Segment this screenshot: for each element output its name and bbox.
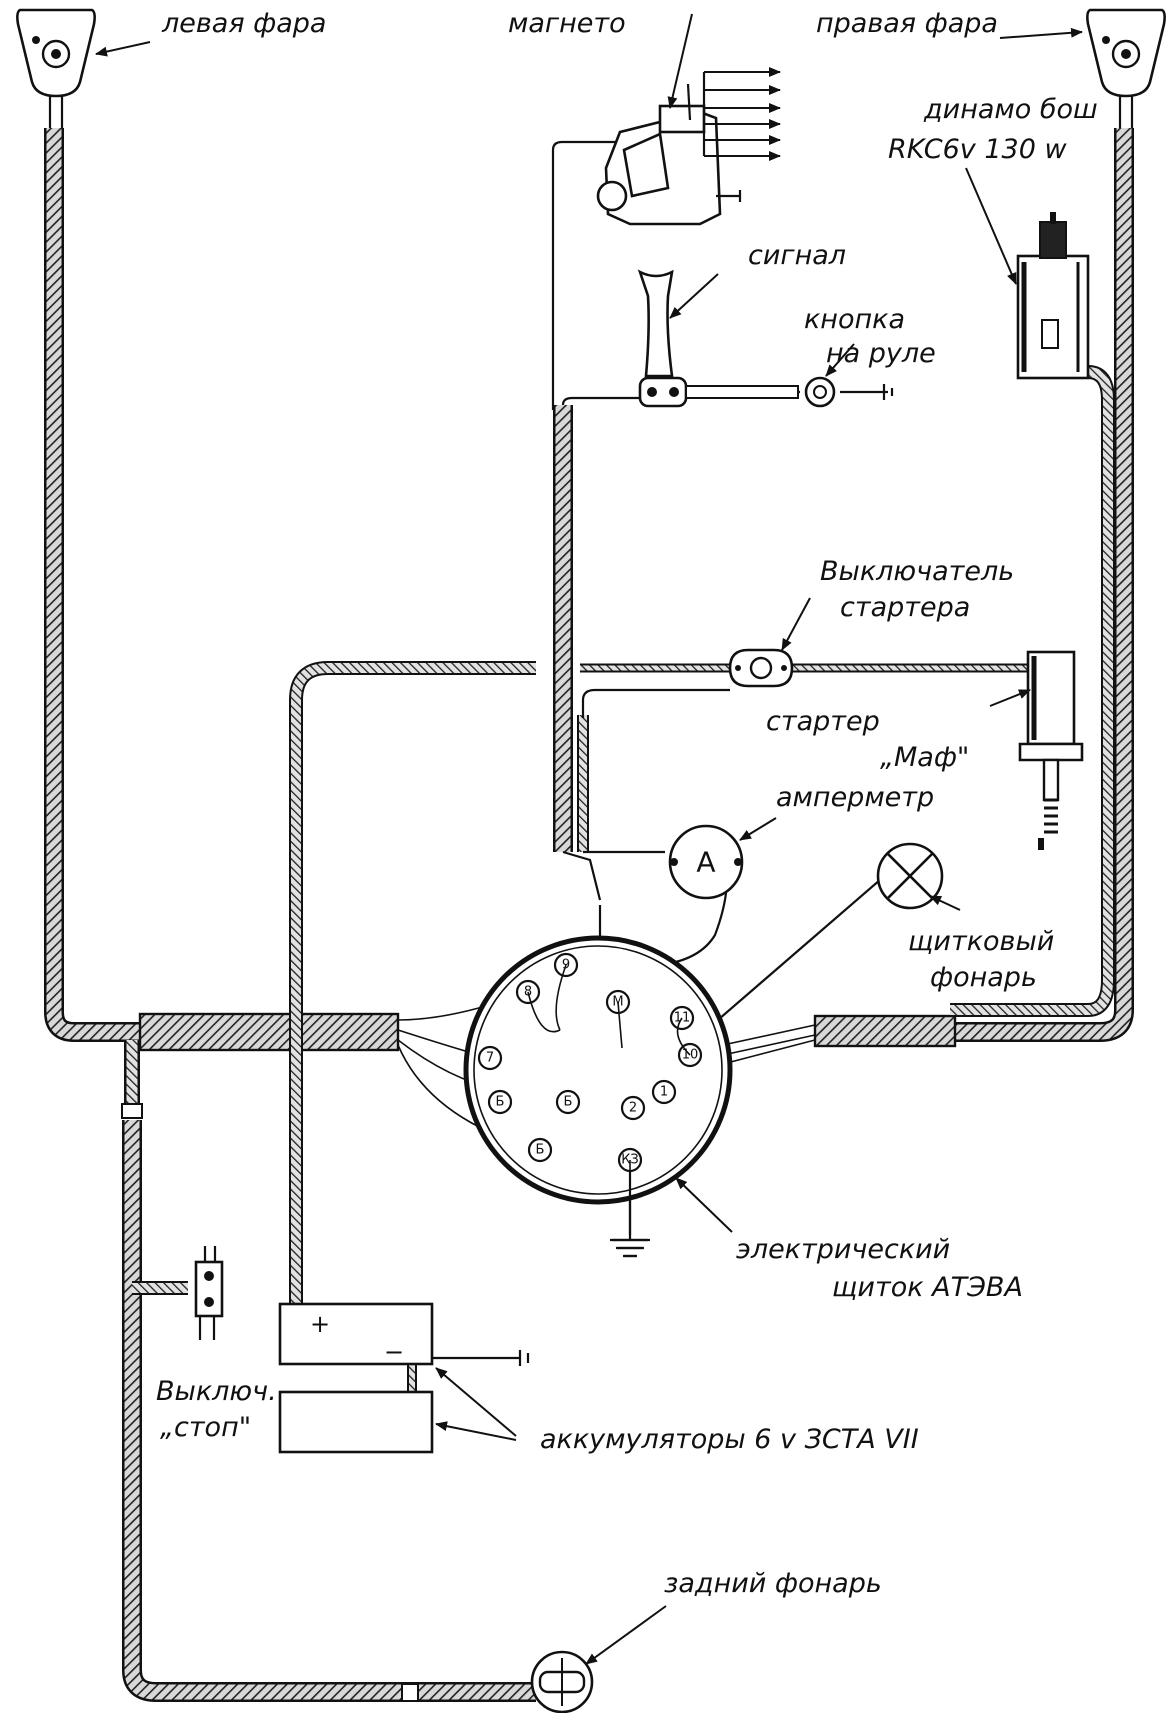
battery-plus: +	[310, 1310, 330, 1338]
svg-text:Б: Б	[564, 1095, 573, 1110]
harness-cables	[44, 128, 1134, 1702]
dash-lamp-icon	[876, 842, 944, 910]
terminal: 11	[669, 1005, 695, 1031]
ground-icon	[610, 1170, 650, 1258]
svg-text:Б: Б	[536, 1143, 545, 1158]
label-dynamo-2: RKC6v 130 w	[888, 134, 1067, 165]
terminal: Б	[555, 1089, 581, 1115]
terminal: Б	[527, 1137, 553, 1163]
dynamo-icon	[1016, 212, 1090, 380]
leader-arrows	[95, 13, 1083, 1665]
ammeter-symbol: A	[696, 846, 715, 879]
svg-text:1: 1	[660, 1085, 668, 1100]
ammeter-icon: A	[668, 824, 744, 900]
terminal: 2	[620, 1095, 646, 1121]
label-batteries: аккумуляторы 6 v ЗСТА VII	[540, 1424, 919, 1455]
headlamp-icon	[1086, 8, 1166, 128]
label-right-headlamp: правая фара	[816, 8, 998, 39]
label-left-headlamp: левая фара	[161, 8, 326, 39]
label-dash-lamp-2: фонарь	[930, 962, 1037, 993]
horn-icon	[637, 269, 688, 408]
cable-bundle-main	[138, 1012, 400, 1052]
label-stop-switch-2: „стоп"	[160, 1412, 251, 1443]
tail-lamp-icon	[530, 1650, 594, 1713]
label-horn-button-1: кнопка	[804, 304, 905, 335]
terminal: 7	[477, 1045, 503, 1071]
label-ammeter: амперметр	[776, 782, 934, 813]
horn-button-icon	[685, 376, 836, 408]
label-dynamo-1: динамо бош	[923, 94, 1098, 125]
battery-icon	[278, 1390, 434, 1454]
label-tail-lamp: задний фонарь	[664, 1568, 882, 1599]
label-starter-2: „Маф"	[880, 742, 969, 773]
label-horn: сигнал	[748, 240, 846, 271]
stop-switch-icon	[194, 1246, 224, 1340]
label-panel-1: электрический	[736, 1234, 950, 1265]
label-horn-button-2: на руле	[826, 338, 936, 369]
label-starter-switch-2: стартера	[840, 592, 970, 623]
terminal: Б	[487, 1089, 513, 1115]
battery-minus: −	[384, 1338, 404, 1366]
label-starter-1: стартер	[766, 706, 880, 737]
label-starter-switch-1: Выключатель	[820, 556, 1014, 587]
cable-left-headlamp	[44, 128, 395, 1042]
headlamp-icon	[16, 8, 96, 128]
svg-text:2: 2	[629, 1101, 637, 1116]
electric-panel-icon: 8 9 М 11 7 10 Б Б 2 1 Б КЗ	[463, 935, 733, 1205]
battery-icon: + −	[278, 1302, 434, 1366]
cable-bundle-right	[813, 1014, 957, 1048]
terminal: 1	[651, 1079, 677, 1105]
svg-text:Б: Б	[496, 1095, 505, 1110]
starter-motor-icon	[1018, 650, 1084, 850]
svg-text:7: 7	[486, 1051, 494, 1066]
label-magneto: магнето	[508, 8, 626, 39]
label-dash-lamp-1: щитковый	[908, 926, 1054, 957]
labels: левая фара магнето правая фара динамо бо…	[156, 8, 1098, 1599]
magneto-icon	[596, 67, 781, 226]
starter-switch-icon	[728, 648, 794, 688]
label-stop-switch-1: Выключ.	[156, 1376, 277, 1407]
label-panel-2: щиток АТЭВА	[832, 1272, 1023, 1303]
